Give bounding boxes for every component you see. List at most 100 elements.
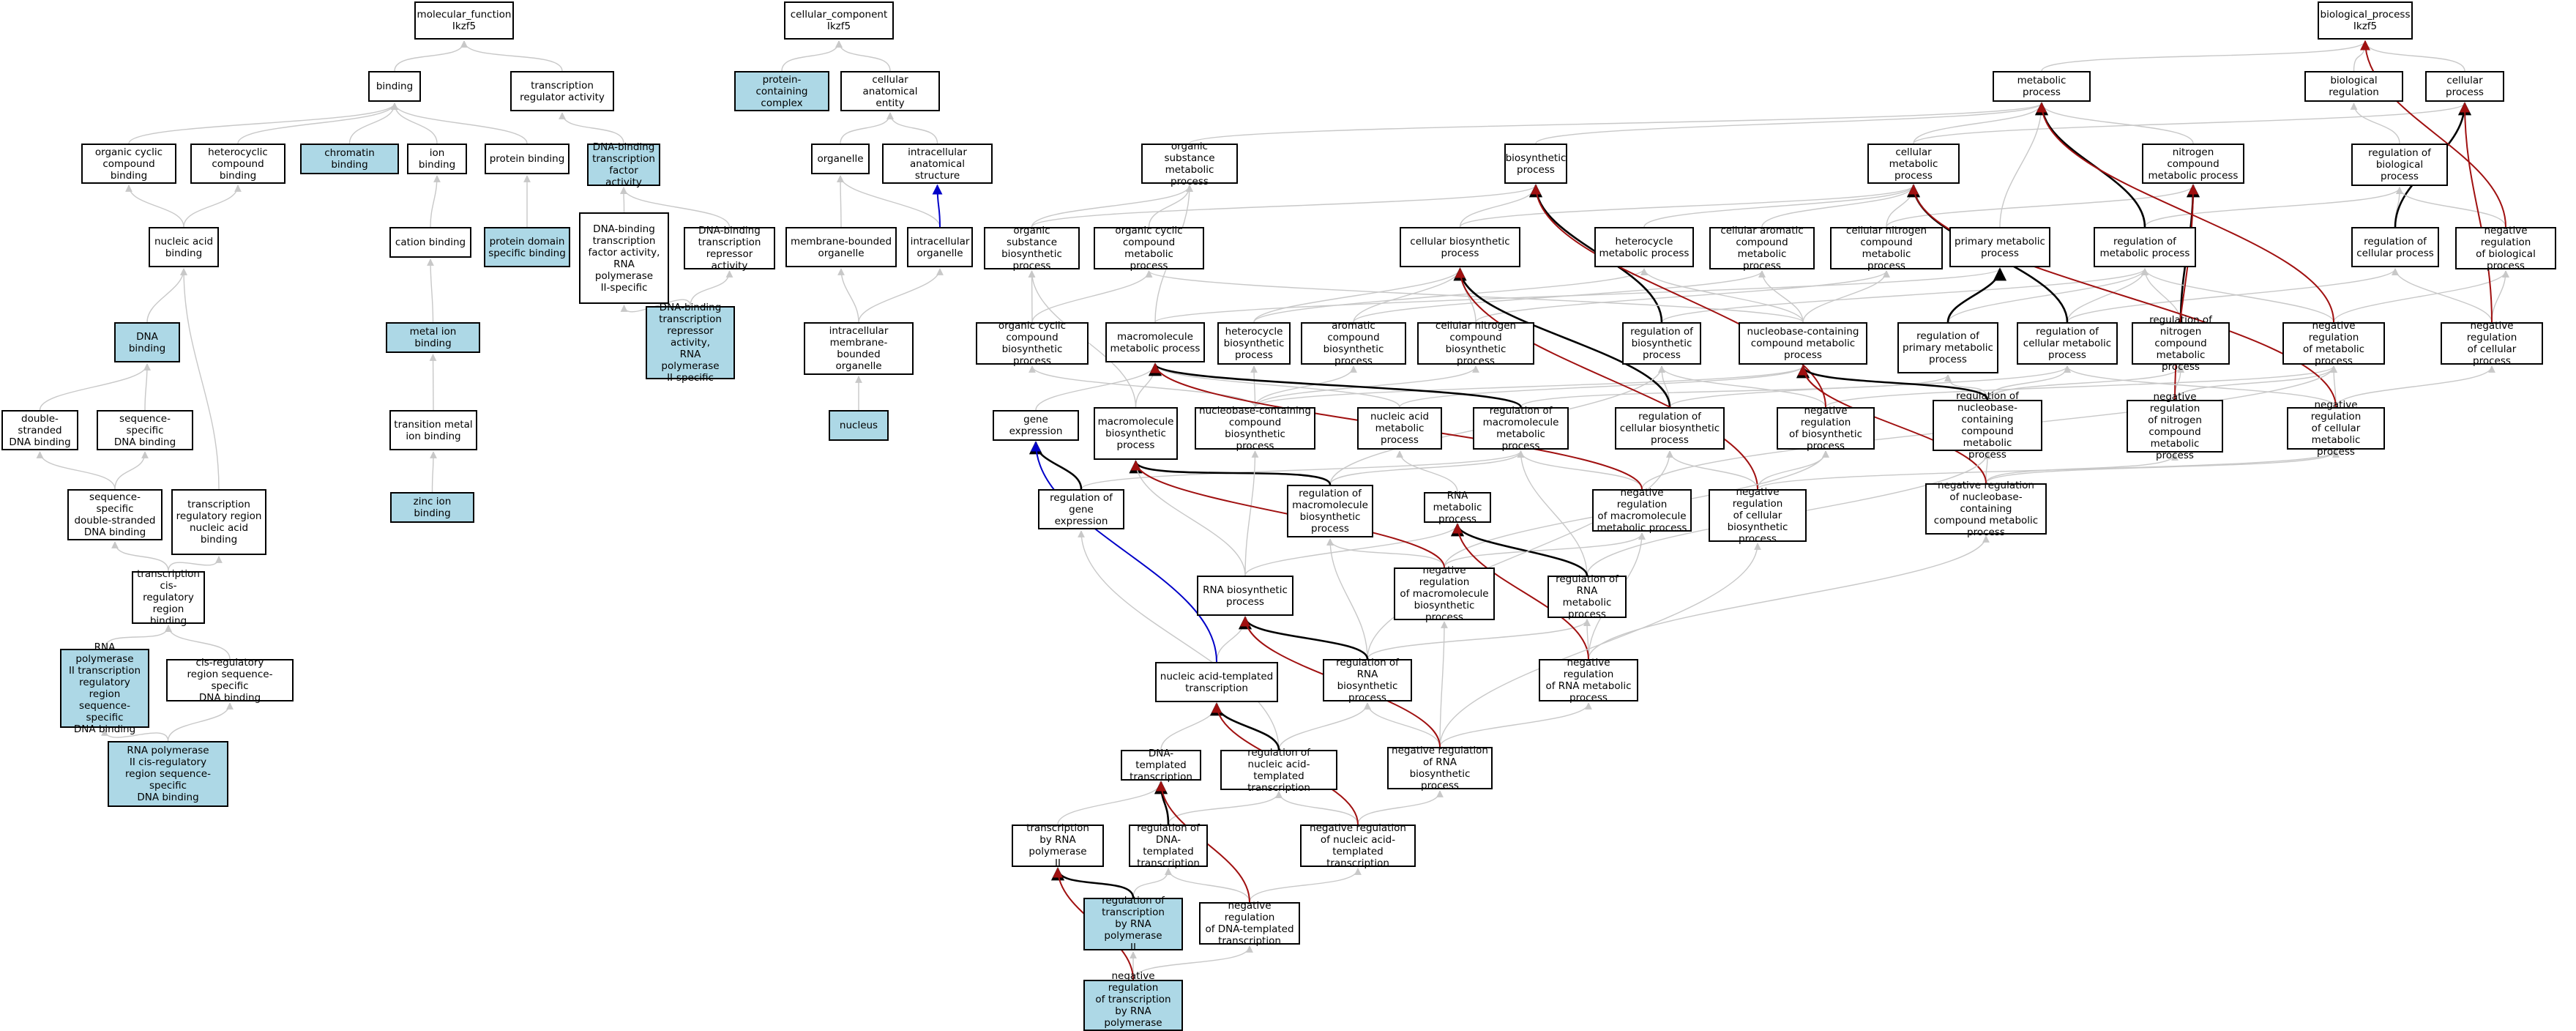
node-ion-binding[interactable]: ion binding — [407, 144, 467, 174]
node-negative-regulation-of-nucleobase-containing-compound-metabolic-process[interactable]: negative regulation of nucleobase-contai… — [1925, 480, 2047, 538]
node-dna-binding-tf-activity-rnap2[interactable]: DNA-binding transcription factor activit… — [579, 212, 669, 304]
node-dna-binding-tf-activity[interactable]: DNA-binding transcription factor activit… — [587, 141, 660, 188]
node-rna-metabolic-process[interactable]: RNA metabolic process — [1424, 490, 1491, 525]
node-nucleic-acid-metabolic-process[interactable]: nucleic acid metabolic process — [1357, 407, 1442, 450]
node-binding[interactable]: binding — [368, 71, 421, 102]
node-biological-process[interactable]: biological_process Ikzf5 — [2318, 1, 2413, 40]
node-biosynthetic-process[interactable]: biosynthetic process — [1504, 144, 1567, 184]
node-rnap2-transcription-regulatory-region-binding[interactable]: RNA polymerase II transcription regulato… — [60, 641, 149, 735]
node-macromolecule-metabolic-process[interactable]: macromolecule metabolic process — [1105, 322, 1205, 362]
node-negative-regulation-of-nitrogen-compound-metabolic-process[interactable]: negative regulation of nitrogen compound… — [2127, 391, 2223, 461]
node-membrane-bounded-organelle[interactable]: membrane-bounded organelle — [785, 227, 897, 267]
node-negative-regulation-of-cellular-biosynthetic-process[interactable]: negative regulation of cellular biosynth… — [1709, 486, 1807, 545]
node-double-stranded-dna-binding[interactable]: double-stranded DNA binding — [1, 410, 78, 450]
node-aromatic-compound-biosynthetic-process[interactable]: aromatic compound biosynthetic process — [1301, 320, 1406, 367]
node-regulation-of-cellular-process[interactable]: regulation of cellular process — [2351, 227, 2439, 267]
node-organic-substance-metabolic-process[interactable]: organic substance metabolic process — [1141, 141, 1238, 187]
node-nucleic-acid-templated-transcription[interactable]: nucleic acid-templated transcription — [1155, 662, 1278, 702]
node-nucleobase-containing-compound-metabolic-process[interactable]: nucleobase-containing compound metabolic… — [1739, 322, 1867, 365]
node-regulation-of-metabolic-process[interactable]: regulation of metabolic process — [2094, 227, 2196, 267]
node-regulation-of-biological-process[interactable]: regulation of biological process — [2351, 144, 2448, 186]
node-regulation-of-cellular-biosynthetic-process[interactable]: regulation of cellular biosynthetic proc… — [1615, 407, 1725, 450]
node-transcription-regulator-activity[interactable]: transcription regulator activity — [510, 71, 614, 111]
node-heterocyclic-compound-binding[interactable]: heterocyclic compound binding — [190, 144, 285, 184]
node-dna-templated-transcription[interactable]: DNA-templated transcription — [1121, 748, 1201, 783]
node-negative-regulation-of-rna-biosynthetic-process[interactable]: negative regulation of RNA biosynthetic … — [1387, 745, 1493, 792]
node-regulation-of-rna-biosynthetic-process[interactable]: regulation of RNA biosynthetic process — [1323, 657, 1412, 704]
node-regulation-of-dna-templated-transcription[interactable]: regulation of DNA-templated transcriptio… — [1129, 822, 1208, 869]
node-protein-binding[interactable]: protein binding — [485, 144, 570, 174]
node-heterocycle-metabolic-process[interactable]: heterocycle metabolic process — [1594, 227, 1694, 267]
node-regulation-of-cellular-metabolic-process[interactable]: regulation of cellular metabolic process — [2017, 322, 2118, 365]
node-protein-domain-specific-binding[interactable]: protein domain specific binding — [484, 227, 570, 267]
node-organelle[interactable]: organelle — [811, 144, 870, 174]
node-regulation-of-nitrogen-compound-metabolic-process[interactable]: regulation of nitrogen compound metaboli… — [2132, 314, 2230, 373]
node-negative-regulation-of-biological-process[interactable]: negative regulation of biological proces… — [2455, 225, 2556, 272]
node-nucleic-acid-binding[interactable]: nucleic acid binding — [149, 227, 219, 267]
node-organic-cyclic-compound-metabolic-process[interactable]: organic cyclic compound metabolic proces… — [1094, 225, 1204, 272]
node-cellular-nitrogen-compound-metabolic-process[interactable]: cellular nitrogen compound metabolic pro… — [1830, 225, 1943, 272]
node-negative-regulation-of-rna-metabolic-process[interactable]: negative regulation of RNA metabolic pro… — [1539, 657, 1638, 704]
node-cellular-nitrogen-compound-biosynthetic-process[interactable]: cellular nitrogen compound biosynthetic … — [1417, 320, 1534, 367]
node-gene-expression[interactable]: gene expression — [993, 410, 1079, 441]
node-negative-regulation-of-biosynthetic-process[interactable]: negative regulation of biosynthetic proc… — [1777, 405, 1875, 452]
node-intracellular-membrane-bounded-organelle[interactable]: intracellular membrane-bounded organelle — [804, 322, 914, 375]
node-intracellular-organelle[interactable]: intracellular organelle — [907, 227, 973, 267]
node-negative-regulation-of-cellular-metabolic-process[interactable]: negative regulation of cellular metaboli… — [2287, 399, 2385, 458]
node-regulation-of-transcription-by-rna-polymerase-ii[interactable]: regulation of transcription by RNA polym… — [1083, 895, 1183, 953]
node-metal-ion-binding[interactable]: metal ion binding — [386, 322, 480, 353]
node-nucleus[interactable]: nucleus — [829, 410, 889, 441]
node-dna-binding[interactable]: DNA binding — [114, 322, 180, 362]
node-regulation-of-primary-metabolic-process[interactable]: regulation of primary metabolic process — [1897, 322, 1998, 373]
node-transcription-by-rna-polymerase-ii[interactable]: transcription by RNA polymerase II — [1012, 822, 1104, 869]
node-regulation-of-rna-metabolic-process[interactable]: regulation of RNA metabolic process — [1548, 573, 1627, 620]
edge-dbtrrna-to-dbtfrna — [620, 299, 691, 313]
node-regulation-of-macromolecule-biosynthetic-process[interactable]: regulation of macromolecule biosynthetic… — [1287, 485, 1373, 537]
node-protein-containing-complex[interactable]: protein-containing complex — [734, 71, 829, 111]
edge-zinc-to-tmib — [430, 451, 437, 493]
node-regulation-of-gene-expression[interactable]: regulation of gene expression — [1038, 489, 1124, 529]
node-negative-regulation-of-transcription-by-rna-polymerase-ii[interactable]: negative regulation of transcription by … — [1083, 970, 1183, 1031]
node-nucleobase-containing-compound-biosynthetic-process[interactable]: nucleobase-containing compound biosynthe… — [1195, 405, 1315, 452]
node-negative-regulation-of-nucleic-acid-templated-transcription[interactable]: negative regulation of nucleic acid-temp… — [1300, 822, 1416, 869]
node-negative-regulation-of-macromolecule-metabolic-process[interactable]: negative regulation of macromolecule met… — [1592, 487, 1692, 534]
node-cellular-component[interactable]: cellular_component Ikzf5 — [784, 1, 894, 40]
node-sequence-specific-dna-binding[interactable]: sequence-specific DNA binding — [97, 410, 193, 450]
node-intracellular-anatomical-structure[interactable]: intracellular anatomical structure — [882, 144, 993, 184]
node-cation-binding[interactable]: cation binding — [389, 227, 471, 258]
node-macromolecule-biosynthetic-process[interactable]: macromolecule biosynthetic process — [1094, 407, 1178, 460]
node-organic-cyclic-compound-biosynthetic-process[interactable]: organic cyclic compound biosynthetic pro… — [976, 320, 1089, 367]
node-primary-metabolic-process[interactable]: primary metabolic process — [1949, 227, 2050, 267]
node-transition-metal-ion-binding[interactable]: transition metal ion binding — [389, 410, 477, 450]
node-metabolic-process[interactable]: metabolic process — [1993, 71, 2091, 102]
node-regulation-of-nucleic-acid-templated-transcription[interactable]: regulation of nucleic acid-templated tra… — [1220, 747, 1337, 794]
node-cis-regulatory-region-ss-dna-binding[interactable]: cis-regulatory region sequence-specific … — [166, 657, 294, 704]
node-cellular-anatomical-entity[interactable]: cellular anatomical entity — [840, 71, 940, 111]
node-regulation-of-macromolecule-metabolic-process[interactable]: regulation of macromolecule metabolic pr… — [1473, 405, 1569, 452]
node-cellular-metabolic-process[interactable]: cellular metabolic process — [1867, 144, 1960, 184]
node-rnap2-cis-regulatory-region-binding[interactable]: RNA polymerase II cis-regulatory region … — [108, 741, 228, 807]
node-negative-regulation-of-metabolic-process[interactable]: negative regulation of metabolic process — [2282, 320, 2385, 367]
node-nitrogen-compound-metabolic-process[interactable]: nitrogen compound metabolic process — [2142, 144, 2244, 184]
node-biological-regulation[interactable]: biological regulation — [2304, 71, 2403, 102]
node-cellular-process[interactable]: cellular process — [2425, 71, 2504, 102]
node-organic-substance-biosynthetic-process[interactable]: organic substance biosynthetic process — [984, 225, 1080, 272]
node-molecular-function[interactable]: molecular_function Ikzf5 — [414, 1, 514, 40]
node-dna-binding-repressor-activity-rnap2[interactable]: DNA-binding transcription repressor acti… — [646, 302, 735, 384]
node-cellular-aromatic-compound-metabolic-process[interactable]: cellular aromatic compound metabolic pro… — [1709, 225, 1815, 272]
node-negative-regulation-of-cellular-process[interactable]: negative regulation of cellular process — [2441, 320, 2543, 367]
node-rna-biosynthetic-process[interactable]: RNA biosynthetic process — [1197, 576, 1293, 616]
node-cellular-biosynthetic-process[interactable]: cellular biosynthetic process — [1400, 227, 1520, 267]
node-chromatin-binding[interactable]: chromatin binding — [300, 144, 399, 174]
node-transcription-cis-regulatory-region-binding[interactable]: transcription cis-regulatory region bind… — [132, 568, 205, 627]
node-heterocycle-biosynthetic-process[interactable]: heterocycle biosynthetic process — [1217, 322, 1291, 365]
node-regulation-of-biosynthetic-process[interactable]: regulation of biosynthetic process — [1622, 322, 1701, 365]
node-zinc-ion-binding[interactable]: zinc ion binding — [390, 492, 474, 523]
node-organic-cyclic-compound-binding[interactable]: organic cyclic compound binding — [81, 144, 176, 184]
node-regulation-of-nucleobase-containing-compound-metabolic-process[interactable]: regulation of nucleobase-containing comp… — [1933, 390, 2042, 461]
node-sequence-specific-ds-dna-binding[interactable]: sequence-specific double-stranded DNA bi… — [67, 489, 163, 540]
node-transcription-regulatory-region-binding[interactable]: transcription regulatory region nucleic … — [171, 489, 266, 555]
node-negative-regulation-of-dna-templated-transcription[interactable]: negative regulation of DNA-templated tra… — [1199, 900, 1300, 947]
node-dna-binding-repressor-activity[interactable]: DNA-binding transcription repressor acti… — [684, 225, 775, 272]
node-negative-regulation-of-macromolecule-biosynthetic-process[interactable]: negative regulation of macromolecule bio… — [1394, 565, 1495, 623]
